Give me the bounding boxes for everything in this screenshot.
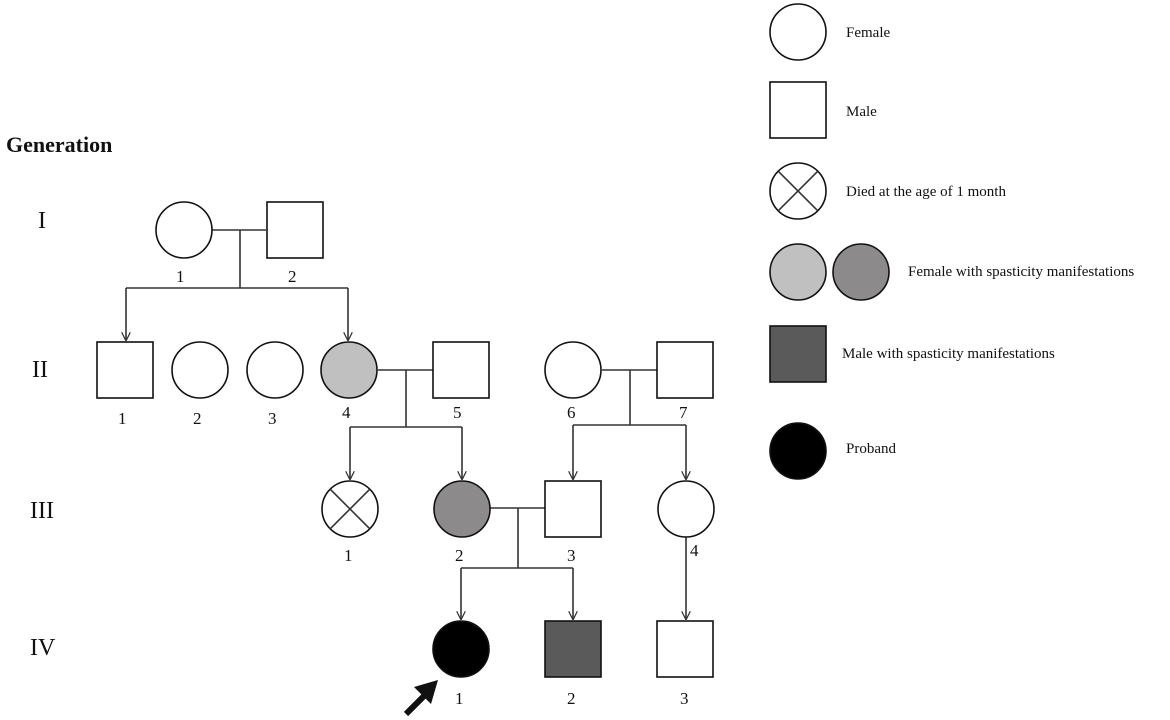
individual-ii-5 [432, 341, 490, 399]
generation-label-iv: IV [30, 635, 56, 661]
legend: Female Male Died at the age of 1 month F… [769, 3, 1134, 480]
legend-proband-text: Proband [846, 441, 896, 457]
individual-iv-3 [656, 620, 714, 678]
individual-ii-2 [171, 341, 229, 399]
individual-i-2 [266, 201, 324, 259]
generation-label-i: I [38, 208, 46, 234]
label-iv-2: 2 [567, 689, 576, 708]
legend-male-affected-symbol [769, 325, 827, 383]
individual-iii-4 [657, 480, 715, 538]
generation-heading: Generation [6, 132, 112, 157]
label-iv-3: 3 [680, 689, 689, 708]
legend-male-symbol [769, 81, 827, 139]
legend-deceased-symbol [769, 162, 827, 220]
label-iii-3: 3 [567, 546, 576, 565]
individual-ii-7 [656, 341, 714, 399]
legend-female-affected-text: Female with spasticity manifestations [908, 264, 1134, 280]
legend-female-affected-dark-symbol [832, 243, 890, 301]
label-iii-4: 4 [690, 541, 699, 560]
label-i-1: 1 [176, 267, 185, 286]
legend-male-affected-text: Male with spasticity manifestations [842, 346, 1055, 362]
deceased-cross-b [329, 488, 371, 530]
legend-female-affected-light-symbol [769, 243, 827, 301]
legend-deceased-text: Died at the age of 1 month [846, 184, 1006, 200]
individual-i-1 [155, 201, 213, 259]
proband-arrow-icon [403, 680, 438, 717]
label-ii-1: 1 [118, 409, 127, 428]
label-iii-2: 2 [455, 546, 464, 565]
individual-iv-1 [432, 620, 490, 678]
individual-ii-3 [246, 341, 304, 399]
legend-female-text: Female [846, 25, 890, 41]
label-ii-5: 5 [453, 403, 462, 422]
generation-label-iii: III [30, 498, 54, 524]
individual-iv-2 [544, 620, 602, 678]
legend-male-text: Male [846, 104, 877, 120]
individual-ii-6 [544, 341, 602, 399]
individual-iii-1 [321, 480, 379, 538]
label-iii-1: 1 [344, 546, 353, 565]
label-iv-1: 1 [455, 689, 464, 708]
label-ii-6: 6 [567, 403, 576, 422]
label-ii-4: 4 [342, 403, 351, 422]
legend-proband-symbol [769, 422, 827, 480]
label-ii-7: 7 [679, 403, 688, 422]
generation-label-ii: II [32, 357, 48, 383]
pedigree-lines [126, 229, 686, 619]
legend-female-symbol [769, 3, 827, 61]
individual-iii-3 [544, 480, 602, 538]
label-i-2: 2 [288, 267, 297, 286]
individual-ii-4 [320, 341, 378, 399]
label-ii-2: 2 [193, 409, 202, 428]
individual-ii-1 [96, 341, 154, 399]
label-ii-3: 3 [268, 409, 277, 428]
individual-iii-2 [433, 480, 491, 538]
